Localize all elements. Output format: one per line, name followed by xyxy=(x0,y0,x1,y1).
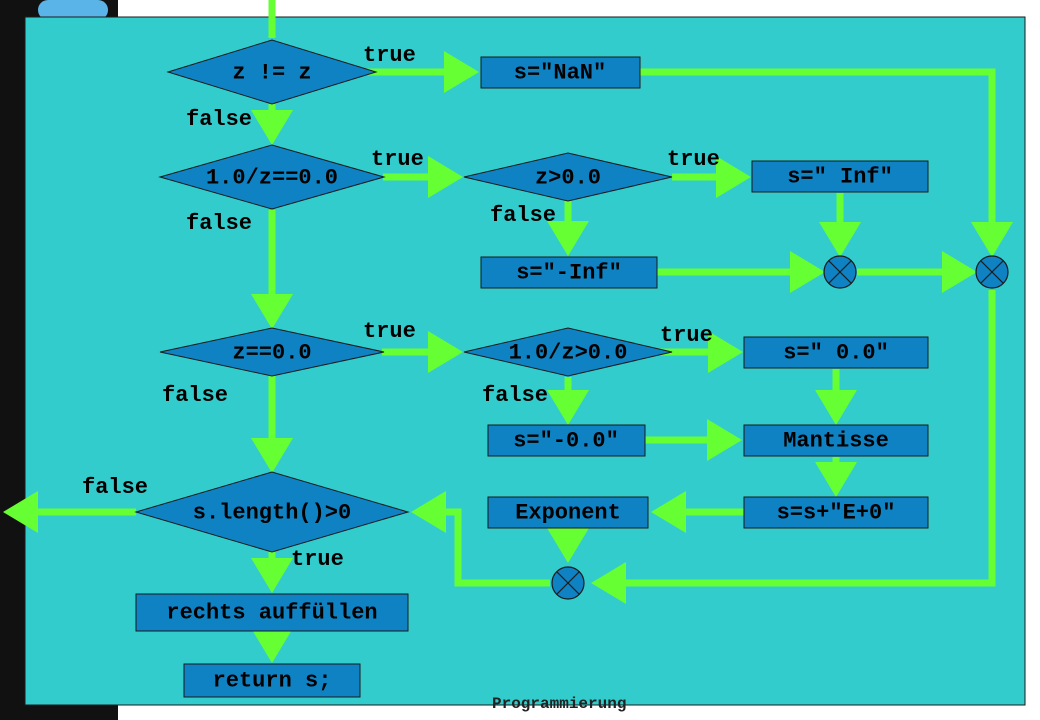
process-return xyxy=(183,663,361,698)
branch-inf-false: false xyxy=(186,211,252,236)
decision-length-check xyxy=(134,471,410,553)
process-exponent xyxy=(487,496,649,529)
branch-sign-zero-true: true xyxy=(660,323,713,348)
process-exponent-label: Exponent xyxy=(515,501,621,526)
process-pos-inf xyxy=(751,160,929,193)
process-pos-zero xyxy=(743,336,929,369)
process-mantissa xyxy=(743,424,929,457)
branch-nan-true: true xyxy=(363,43,416,68)
process-return-label: return s; xyxy=(213,669,332,694)
decision-length-check-label: s.length()>0 xyxy=(193,501,351,526)
decision-sign-zero xyxy=(463,327,673,377)
decision-zero-check-label: z==0.0 xyxy=(232,341,311,366)
process-pad-right-label: rechts auffüllen xyxy=(166,601,377,626)
branch-inf-true: true xyxy=(371,147,424,172)
slide-ornament xyxy=(38,0,108,20)
process-pos-inf-label: s=" Inf" xyxy=(787,165,893,190)
footer-text: Programmierung xyxy=(492,695,626,713)
process-neg-zero xyxy=(487,424,646,457)
branch-sign-inf-false: false xyxy=(490,203,556,228)
decision-inf-check xyxy=(158,144,386,210)
process-nan xyxy=(480,56,641,89)
arrow-nan-to-merge xyxy=(640,68,1013,257)
branch-sign-inf-true: true xyxy=(667,147,720,172)
decision-sign-inf xyxy=(463,152,673,202)
decision-zero-check xyxy=(159,327,385,377)
process-append-exp xyxy=(743,496,929,529)
decision-sign-zero-label: 1.0/z>0.0 xyxy=(509,341,628,366)
arrow-right-to-merge xyxy=(591,290,996,604)
branch-zero-true: true xyxy=(363,319,416,344)
decision-sign-inf-label: z>0.0 xyxy=(535,166,601,191)
process-mantissa-label: Mantisse xyxy=(783,429,889,454)
process-neg-inf-label: s="-Inf" xyxy=(516,261,622,286)
decision-nan-check xyxy=(166,39,378,105)
process-neg-inf xyxy=(480,256,658,289)
process-neg-zero-label: s="-0.0" xyxy=(513,429,619,454)
merge-junction-icon xyxy=(551,566,585,600)
branch-sign-zero-false: false xyxy=(482,383,548,408)
merge-junction-icon xyxy=(975,255,1009,289)
process-nan-label: s="NaN" xyxy=(514,61,606,86)
branch-nan-false: false xyxy=(186,107,252,132)
branch-length-false: false xyxy=(82,475,148,500)
branch-length-true: true xyxy=(291,547,344,572)
branch-zero-false: false xyxy=(162,383,228,408)
decision-nan-check-label: z != z xyxy=(232,61,311,86)
process-pad-right xyxy=(135,593,409,632)
merge-junction-icon xyxy=(823,255,857,289)
arrow-merge-to-length xyxy=(411,491,550,587)
process-pos-zero-label: s=" 0.0" xyxy=(783,341,889,366)
process-append-exp-label: s=s+"E+0" xyxy=(777,501,896,526)
decision-inf-check-label: 1.0/z==0.0 xyxy=(206,166,338,191)
